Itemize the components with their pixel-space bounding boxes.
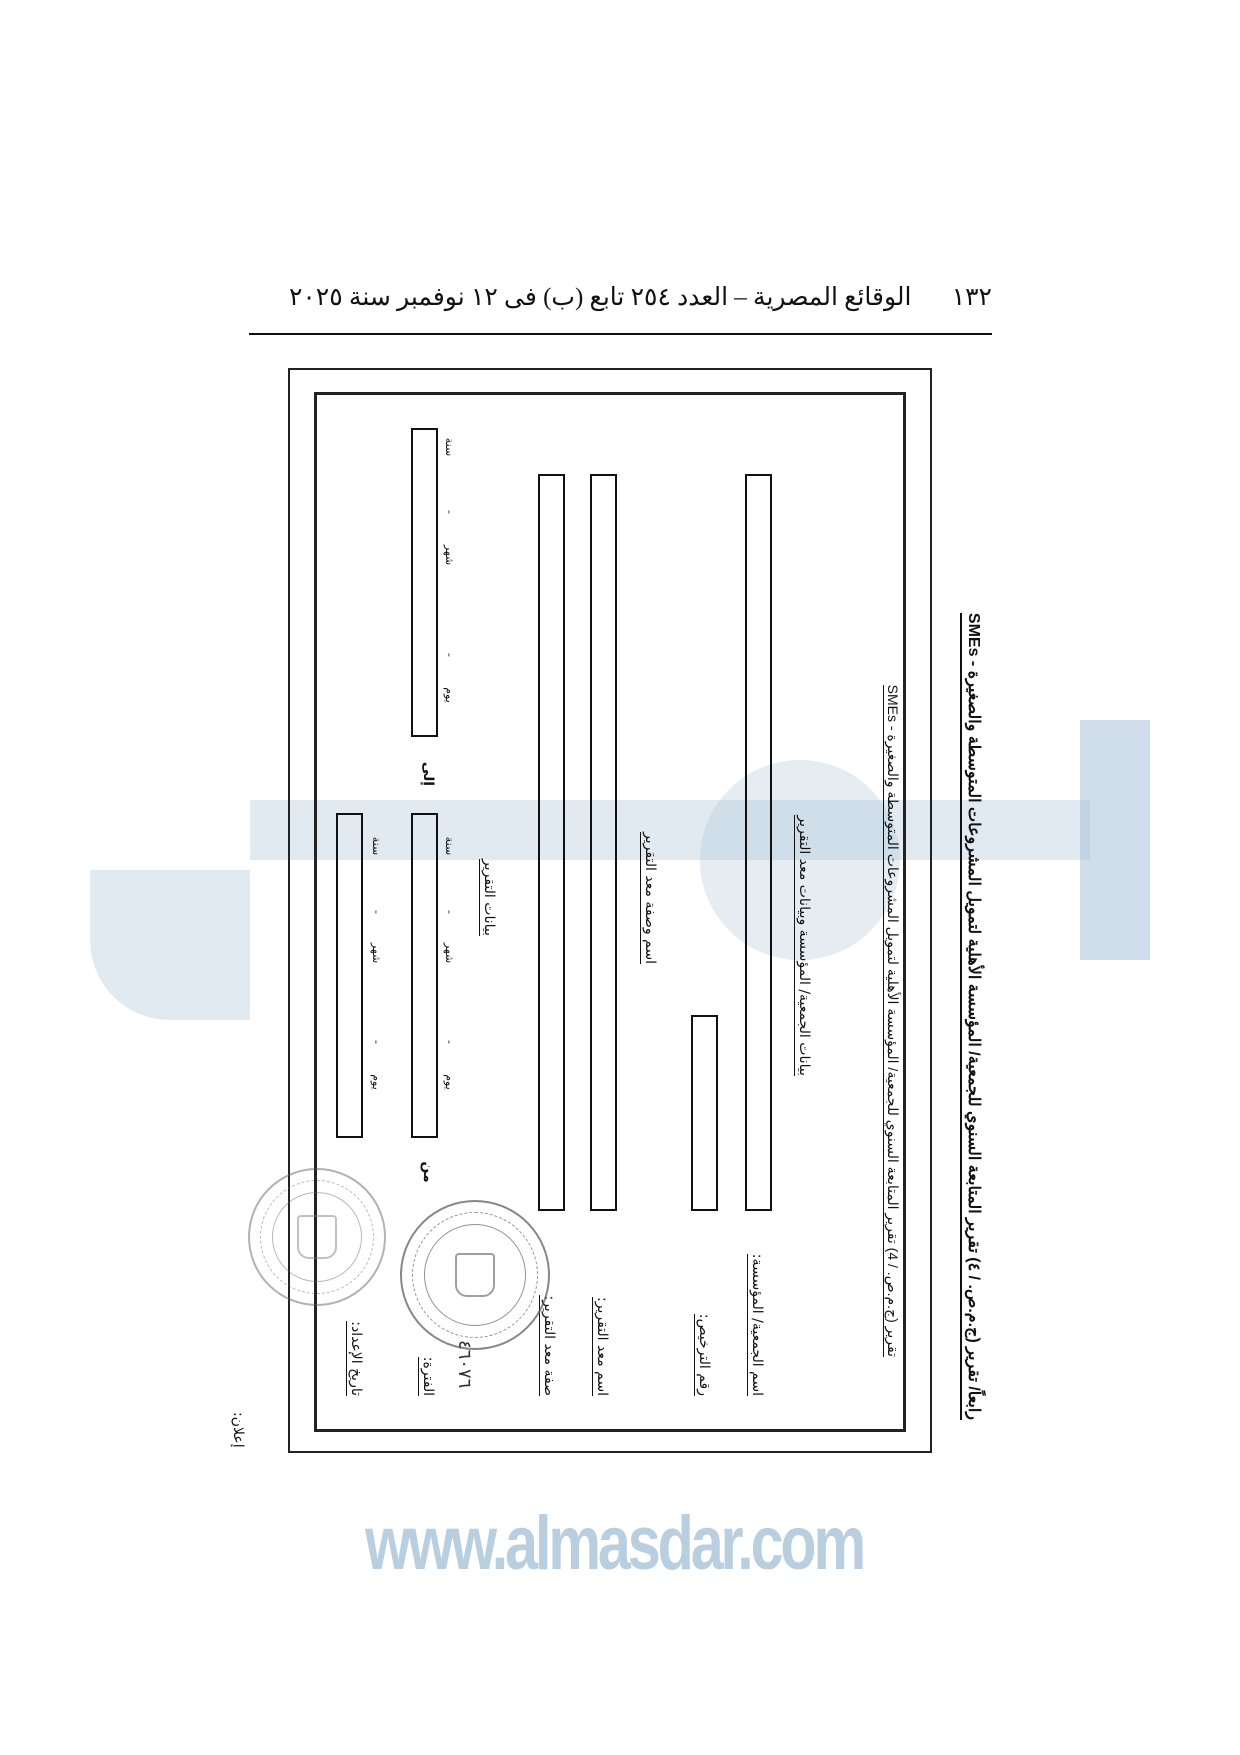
- from-label: من: [420, 1161, 436, 1183]
- prep-date-label: تاريخ الإعداد:: [346, 1321, 365, 1396]
- rotated-form-page: رابعاً/ تقرير (ج.م.ص. / ٤) تقرير المتابع…: [279, 368, 991, 1460]
- prep-date-field[interactable]: [336, 813, 363, 1138]
- watermark-shape: [90, 870, 250, 1020]
- official-seal-faded: [248, 1168, 386, 1306]
- date-separator: -: [443, 910, 456, 914]
- license-no-field[interactable]: [691, 1015, 718, 1211]
- year-label: سنة: [443, 437, 456, 457]
- org-name-label: اسم الجمعية/ المؤسسة:: [747, 1253, 766, 1396]
- eagle-emblem-icon: [455, 1253, 495, 1297]
- day-label: يوم: [443, 1074, 456, 1090]
- section-report-title: بيانات التقرير: [479, 859, 498, 936]
- header-rule: [249, 333, 992, 335]
- date-separator: -: [370, 1040, 383, 1044]
- year-label: سنة: [443, 836, 456, 856]
- footer-note: إعلان:: [230, 1412, 246, 1448]
- to-label: إلى: [420, 761, 436, 787]
- watermark-url: www.almasdar.com: [365, 1501, 866, 1586]
- period-to-field[interactable]: [411, 428, 438, 737]
- date-separator: -: [443, 653, 456, 657]
- watermark-shape: [700, 760, 900, 960]
- watermark-shape: [1080, 720, 1150, 960]
- form-subtitle: تقرير (ج.م.ص. / 4) تقرير المتابعة السنوي…: [883, 684, 901, 1357]
- page-number: ١٣٢: [951, 284, 992, 311]
- year-label: سنة: [370, 836, 383, 856]
- month-label: شهر: [443, 544, 456, 566]
- day-label: يوم: [370, 1074, 383, 1090]
- month-label: شهر: [443, 942, 456, 964]
- preparer-title-label: صفة معد التقرير:: [539, 1295, 558, 1396]
- day-label: يوم: [443, 687, 456, 703]
- license-no-label: رقم الترخيص:: [694, 1313, 713, 1396]
- period-label: الفترة:: [418, 1356, 437, 1396]
- section-org-title: بيانات الجمعية/ المؤسسة وبيانات معد التق…: [794, 815, 813, 1076]
- page-header: ١٣٢ الوقائع المصرية – العدد ٢٥٤ تابع (ب)…: [289, 282, 992, 312]
- watermark-shape: [250, 800, 1090, 860]
- section-preparer-title: اسم وصفة معد التقرير: [640, 832, 659, 964]
- main-title: رابعاً/ تقرير (ج.م.ص. / ٤) تقرير المتابع…: [960, 612, 983, 1420]
- eagle-emblem-icon: [297, 1215, 337, 1259]
- date-separator: -: [443, 1040, 456, 1044]
- preparer-name-label: اسم معد التقرير:: [592, 1297, 611, 1396]
- date-separator: -: [443, 510, 456, 514]
- publication-line: الوقائع المصرية – العدد ٢٥٤ تابع (ب) فى …: [288, 284, 912, 311]
- period-from-field[interactable]: [411, 813, 438, 1138]
- date-separator: -: [370, 910, 383, 914]
- month-label: شهر: [370, 942, 383, 964]
- preparer-title-field[interactable]: [538, 474, 565, 1211]
- outer-frame: تقرير (ج.م.ص. / 4) تقرير المتابعة السنوي…: [288, 368, 932, 1453]
- org-name-field[interactable]: [745, 474, 772, 1211]
- preparer-name-field[interactable]: [590, 474, 617, 1211]
- official-seal: [400, 1200, 550, 1350]
